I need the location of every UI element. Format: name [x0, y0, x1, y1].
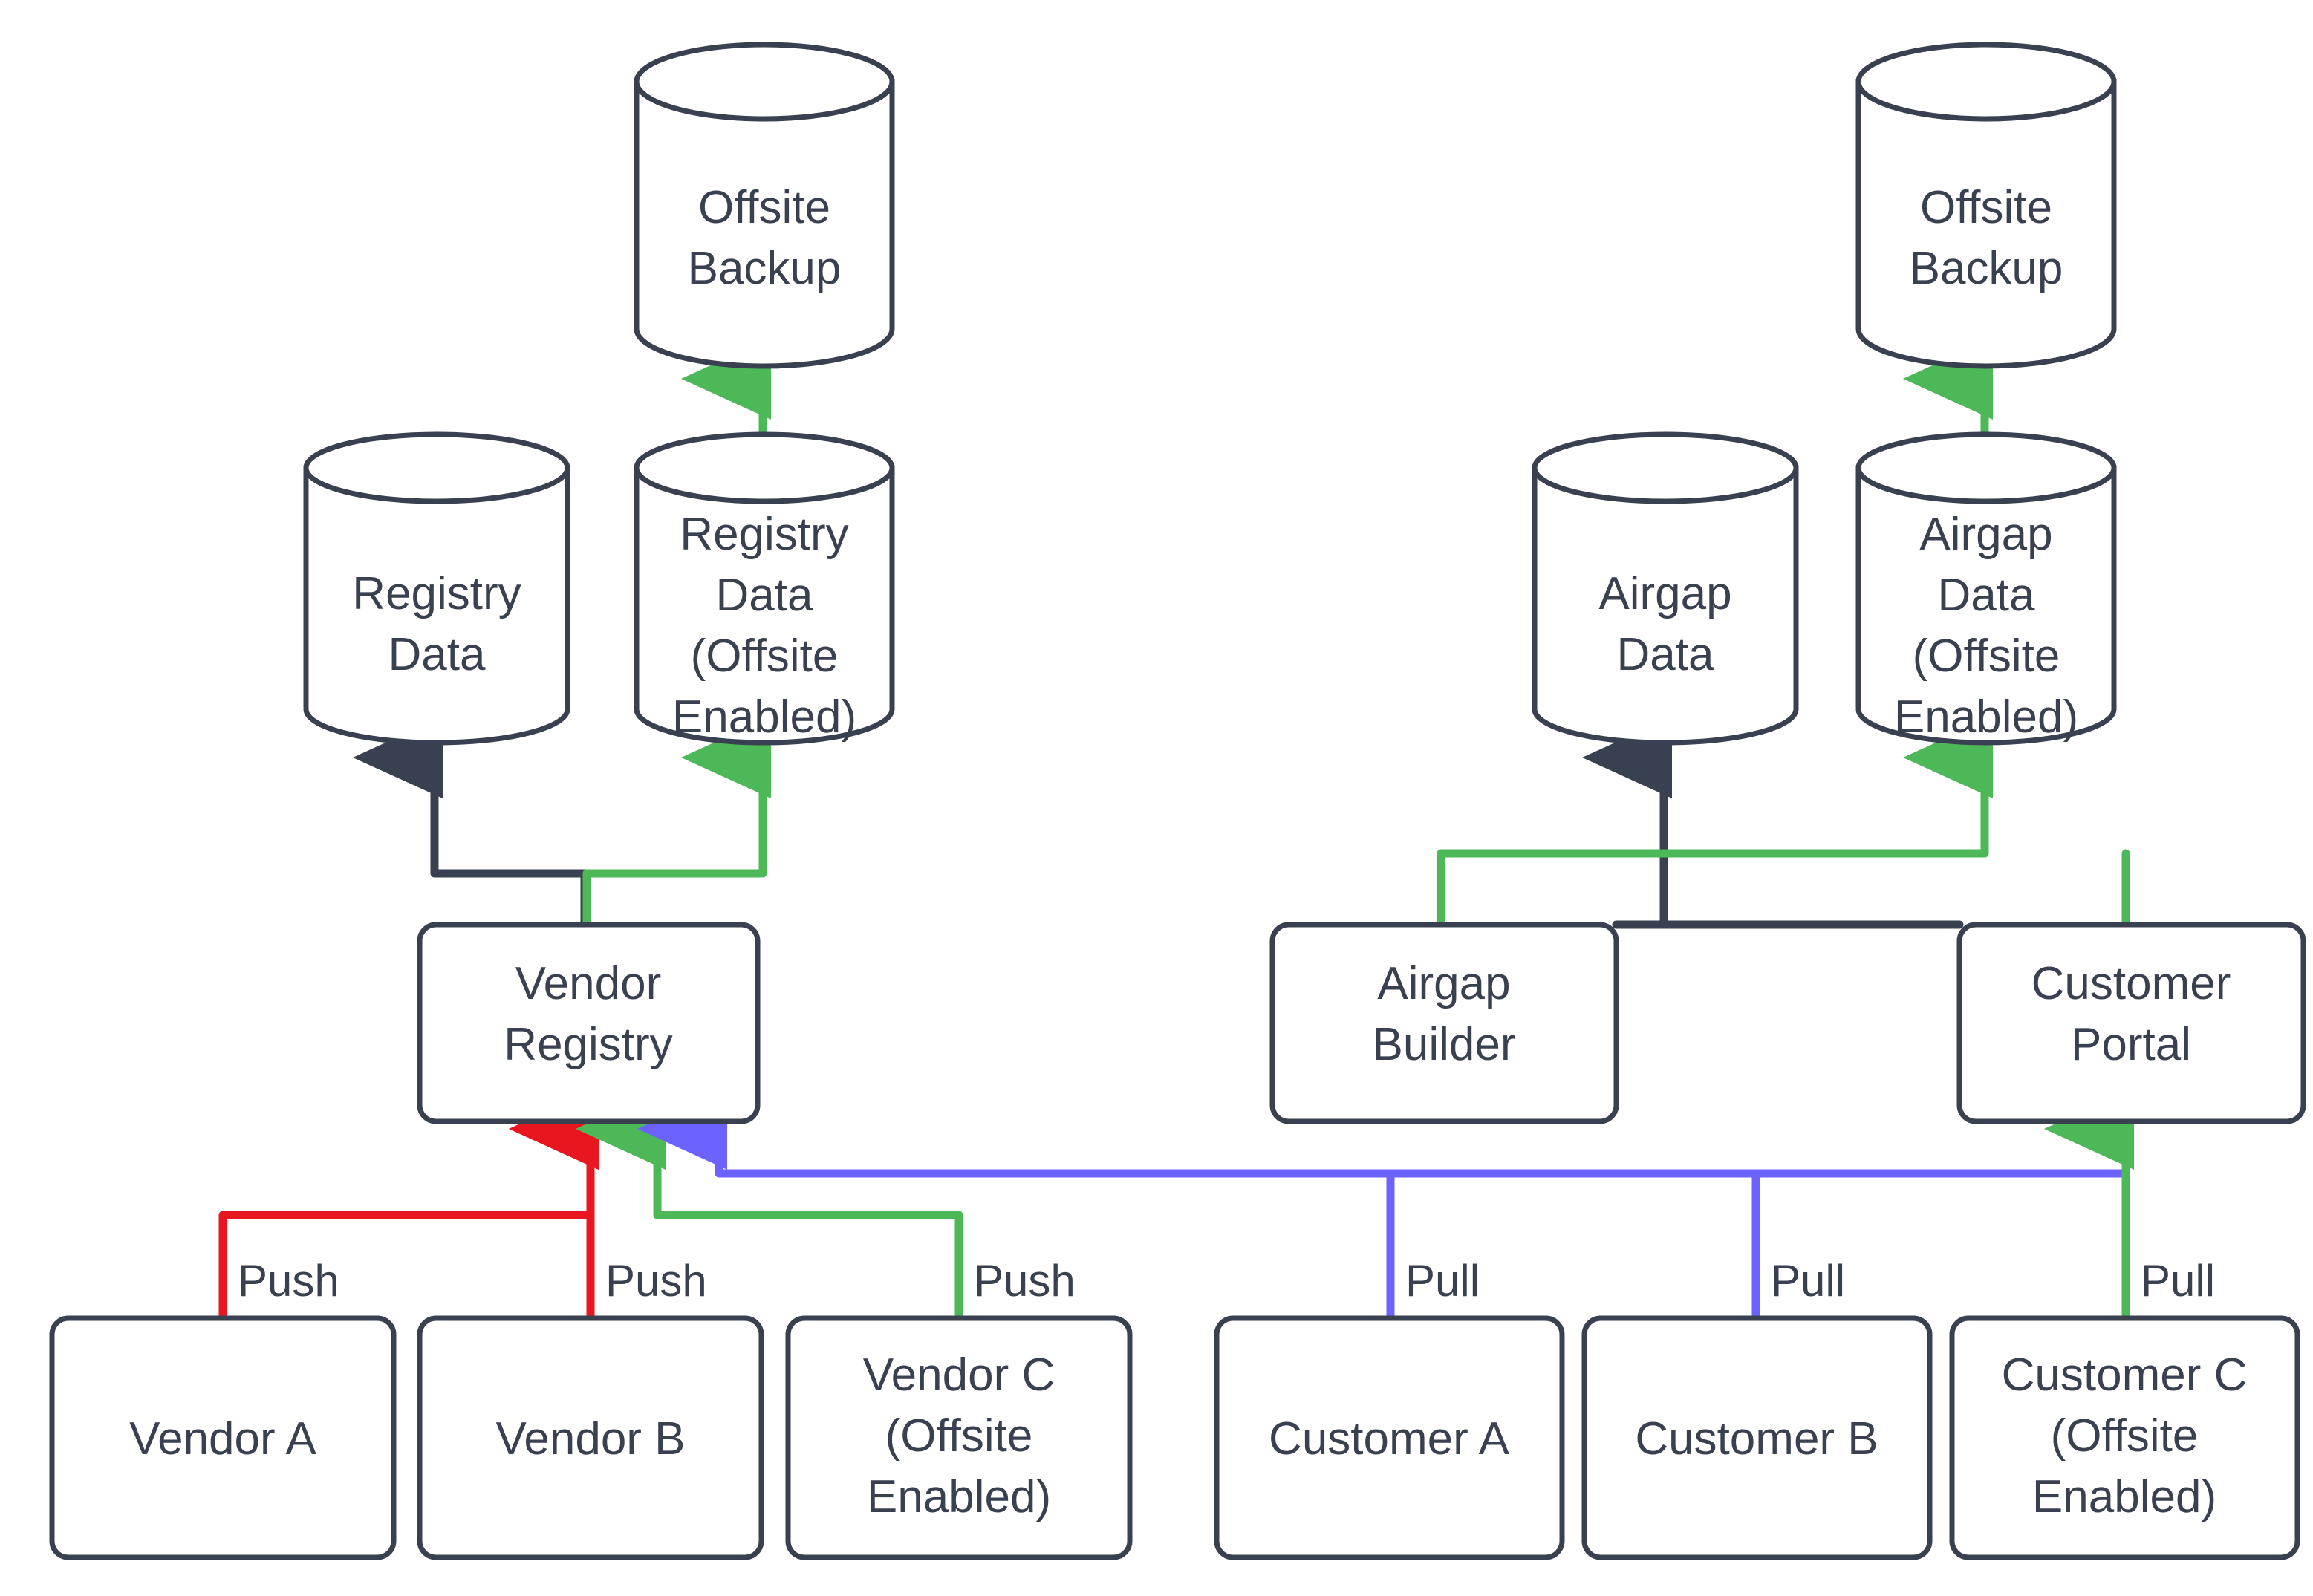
- registry-data-line1: Registry: [352, 568, 521, 619]
- offsite-backup-left-line1: Offsite: [698, 182, 830, 233]
- vendor-c-line2: (Offsite: [885, 1410, 1033, 1462]
- edge-label-push-a: Push: [238, 1256, 339, 1306]
- node-vendor-a[interactable]: Vendor A: [49, 1315, 397, 1560]
- edge-label-pull-b: Pull: [1771, 1256, 1845, 1306]
- registry-data-offsite-line3: (Offsite: [691, 631, 839, 682]
- vendor-registry-line2: Registry: [504, 1019, 672, 1070]
- registry-data-line2: Data: [388, 629, 486, 680]
- edge-vendor-registry-to-registry-data-offsite: [582, 717, 771, 928]
- customer-b-label: Customer B: [1635, 1413, 1878, 1465]
- node-registry-data-offsite[interactable]: Registry Data (Offsite Enabled): [634, 431, 895, 746]
- airgap-data-offsite-line4: Enabled): [1894, 691, 2078, 743]
- offsite-backup-left-line2: Backup: [688, 243, 842, 294]
- node-vendor-b[interactable]: Vendor B: [417, 1315, 764, 1560]
- node-customer-a[interactable]: Customer A: [1214, 1315, 1565, 1560]
- edge-label-push-c: Push: [974, 1256, 1076, 1306]
- node-registry-data[interactable]: Registry Data: [303, 431, 570, 746]
- customer-portal-line2: Portal: [2071, 1019, 2191, 1070]
- customer-a-label: Customer A: [1269, 1413, 1510, 1465]
- node-airgap-builder[interactable]: Airgap Builder: [1269, 922, 1619, 1124]
- airgap-builder-line1: Airgap: [1377, 958, 1510, 1009]
- node-airgap-data-offsite[interactable]: Airgap Data (Offsite Enabled): [1855, 431, 2117, 746]
- registry-data-offsite-line1: Registry: [680, 509, 848, 560]
- vendor-a-label: Vendor A: [129, 1413, 316, 1465]
- customer-c-line2: (Offsite: [2051, 1410, 2199, 1462]
- node-customer-b[interactable]: Customer B: [1581, 1315, 1933, 1560]
- airgap-data-line1: Airgap: [1598, 568, 1731, 619]
- node-offsite-backup-right[interactable]: Offsite Backup: [1855, 42, 2117, 369]
- node-vendor-c[interactable]: Vendor C (Offsite Enabled): [785, 1315, 1133, 1560]
- node-airgap-data[interactable]: Airgap Data: [1532, 431, 1799, 746]
- customer-c-line1: Customer C: [2002, 1349, 2248, 1401]
- airgap-builder-line2: Builder: [1373, 1019, 1516, 1070]
- edge-vendor-c-push: [576, 1088, 963, 1321]
- edge-customer-portal-to-airgap-data: [1582, 717, 1964, 929]
- vendor-c-line3: Enabled): [867, 1471, 1051, 1522]
- offsite-backup-right-line2: Backup: [1910, 243, 2063, 294]
- vendor-c-line1: Vendor C: [863, 1349, 1055, 1401]
- edge-label-push-b: Push: [605, 1256, 707, 1306]
- node-customer-portal[interactable]: Customer Portal: [1956, 922, 2306, 1124]
- node-customer-c[interactable]: Customer C (Offsite Enabled): [1949, 1315, 2300, 1560]
- customer-c-line3: Enabled): [2032, 1471, 2216, 1522]
- edge-label-pull-a: Pull: [1405, 1256, 1480, 1306]
- airgap-data-line2: Data: [1617, 629, 1714, 680]
- airgap-data-offsite-line1: Airgap: [1919, 509, 2052, 560]
- registry-data-offsite-line2: Data: [716, 570, 813, 621]
- vendor-b-label: Vendor B: [495, 1413, 685, 1465]
- customer-portal-line1: Customer: [2031, 958, 2231, 1009]
- vendor-registry-line1: Vendor: [515, 958, 662, 1009]
- edge-vendor-registry-to-registry-data: [353, 717, 589, 928]
- edge-label-pull-c: Pull: [2141, 1256, 2215, 1306]
- edge-airgap-builder-to-airgap-data-offsite: [1437, 717, 1993, 928]
- offsite-backup-right-line1: Offsite: [1920, 182, 2052, 233]
- registry-data-offsite-line4: Enabled): [672, 691, 856, 743]
- node-offsite-backup-left[interactable]: Offsite Backup: [634, 42, 895, 369]
- node-vendor-registry[interactable]: Vendor Registry: [417, 922, 761, 1124]
- airgap-data-offsite-line2: Data: [1938, 570, 2035, 621]
- airgap-data-offsite-line3: (Offsite: [1913, 631, 2060, 682]
